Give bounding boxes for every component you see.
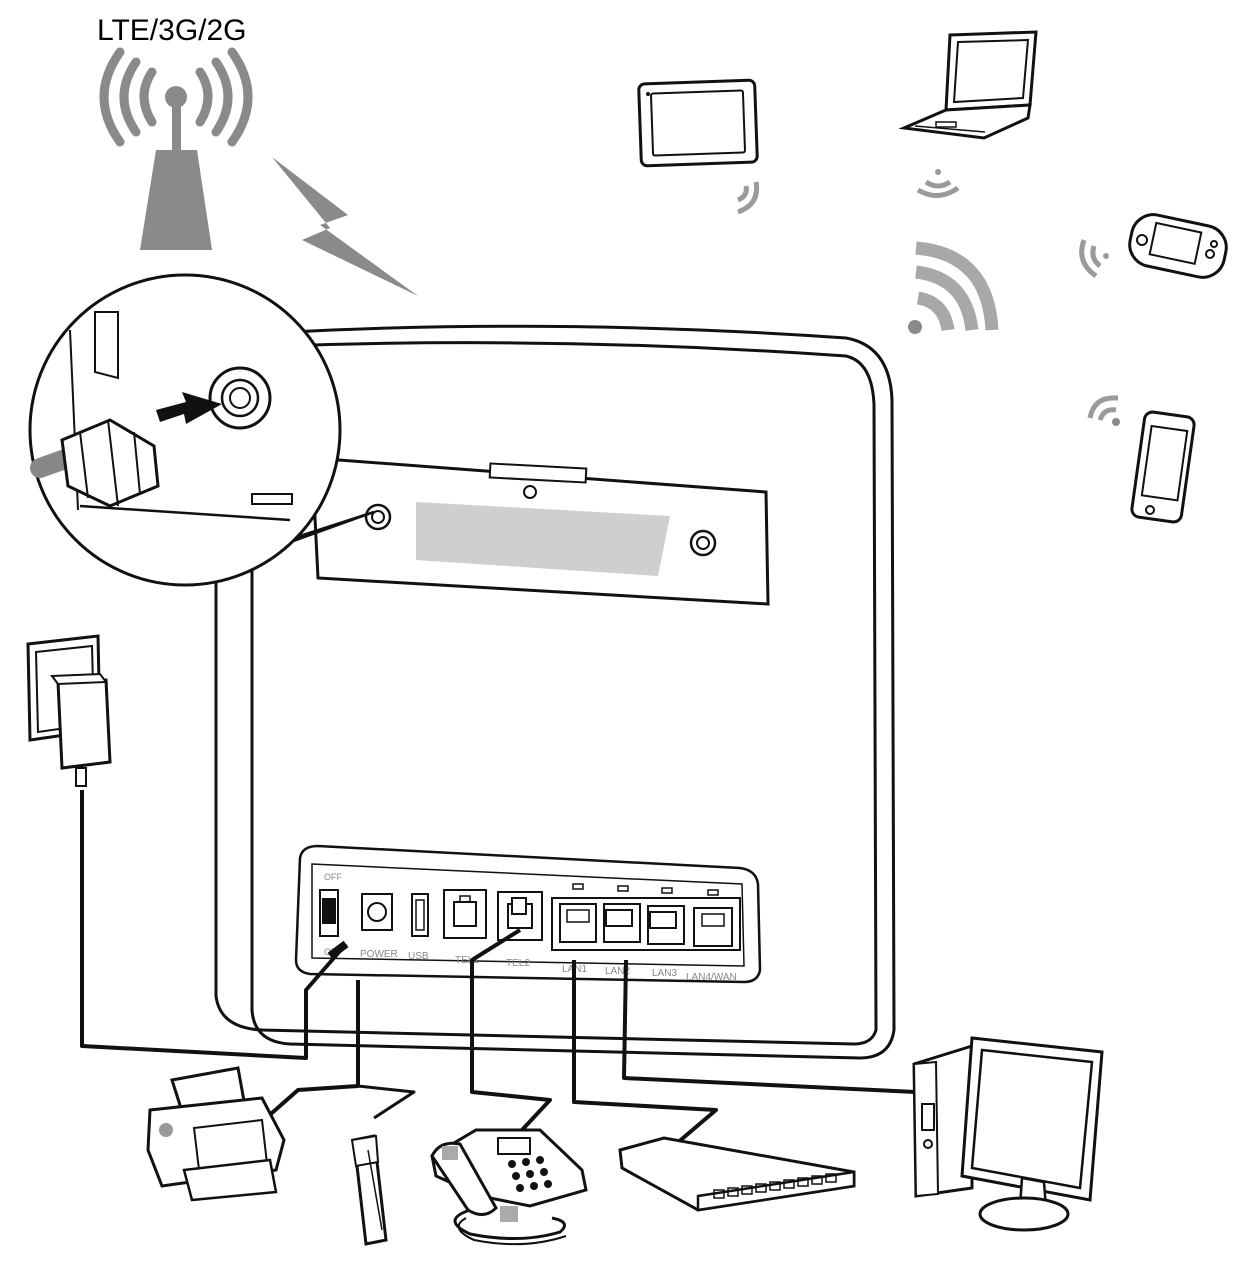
- network-type-label: LTE/3G/2G: [97, 14, 247, 47]
- antenna-connector-aux: [689, 529, 717, 557]
- cables: [80, 790, 959, 1146]
- cell-tower-icon: LTE/3G/2G: [97, 14, 253, 250]
- lan-led-indicators: [572, 883, 719, 896]
- wifi-broadcast-icon: [914, 241, 999, 332]
- port-label-tel1: TEL1: [455, 955, 479, 966]
- port-label-lan3: LAN3: [652, 968, 677, 979]
- lan-port-block: LAN1 LAN2 LAN3 LAN4/WAN: [551, 897, 741, 983]
- cable-telephone: [470, 928, 552, 1132]
- cable-usb-stick: [357, 1084, 416, 1120]
- game-console-icon: [1128, 213, 1228, 279]
- cable-power-plug: [327, 940, 349, 960]
- lan3-port[interactable]: LAN3: [647, 905, 685, 979]
- port-label-lan4-wan: LAN4/WAN: [686, 972, 737, 983]
- port-label-usb: USB: [408, 951, 429, 962]
- laptop-icon: [898, 30, 1038, 140]
- wireless-signal-bolt-icon: [272, 157, 418, 296]
- cable-power-adapter: [80, 790, 348, 1060]
- wifi-signal-laptop-icon: [916, 169, 960, 198]
- printer-icon: [146, 1066, 286, 1202]
- port-label-lan2: LAN2: [605, 966, 630, 977]
- power-port[interactable]: POWER: [360, 893, 398, 960]
- wifi-signal-phone-icon: [1087, 395, 1120, 426]
- wifi-signal-console-icon: [1079, 239, 1109, 279]
- telephone-icon: [430, 1128, 588, 1246]
- cable-switch: [572, 960, 718, 1146]
- power-switch[interactable]: OFF ON: [319, 872, 342, 957]
- lan4-wan-port[interactable]: LAN4/WAN: [686, 907, 737, 983]
- cable-computer: [622, 959, 959, 1096]
- switch-off-label: OFF: [324, 872, 342, 882]
- lan2-port[interactable]: LAN2: [603, 903, 641, 977]
- rear-port-panel: OFF ON POWER USB TEL1: [294, 844, 762, 984]
- antenna-panel: [310, 456, 770, 606]
- desktop-computer-icon: [912, 1036, 1104, 1232]
- tel1-port[interactable]: TEL1: [443, 889, 487, 966]
- tablet-icon: [637, 78, 759, 168]
- network-switch-icon: [618, 1136, 856, 1212]
- port-label-power: POWER: [360, 949, 398, 960]
- usb-port[interactable]: USB: [408, 893, 429, 962]
- antenna-connection-inset: [28, 273, 375, 587]
- wifi-signal-tablet-icon: [736, 181, 760, 215]
- usb-stick-icon: [350, 1134, 388, 1246]
- power-adapter-icon: [26, 634, 112, 787]
- antenna-connector-main: [364, 503, 392, 531]
- smartphone-icon: [1130, 410, 1196, 524]
- cable-printer: [262, 980, 360, 1122]
- port-label-tel2: TEL2: [506, 958, 530, 969]
